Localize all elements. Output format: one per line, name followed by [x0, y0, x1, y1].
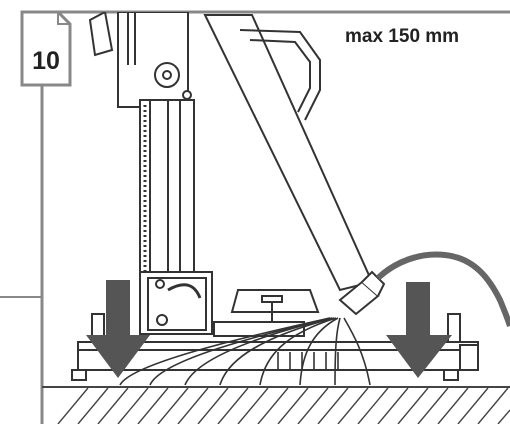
carriage-block: [139, 271, 213, 335]
vacuum-cable: [375, 251, 510, 327]
vacuum-channels: [119, 317, 371, 386]
drill-column: [88, 12, 195, 281]
step-badge: [20, 10, 72, 87]
arrow-down-icon: [86, 280, 150, 378]
floor-hatch-icon: [42, 386, 510, 424]
drill-housing: [203, 14, 374, 292]
step-number: 10: [32, 47, 60, 75]
arrow-down-icon: [386, 282, 452, 378]
max-depth-annotation: max 150 mm: [345, 26, 460, 47]
step-badge-fold: [57, 12, 70, 25]
